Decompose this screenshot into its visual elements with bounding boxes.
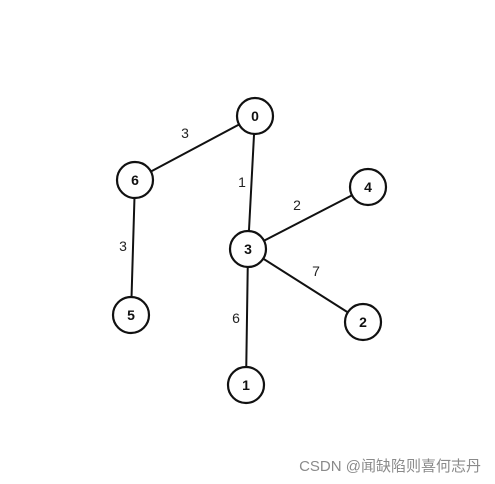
watermark: CSDN @闻缺陷则喜何志丹 <box>299 458 481 475</box>
node-2: 2 <box>343 302 383 342</box>
edge-0-6 <box>134 115 256 181</box>
node-label-0: 0 <box>251 108 259 124</box>
node-6: 6 <box>115 160 155 200</box>
node-label-2: 2 <box>359 314 367 330</box>
node-circle-4 <box>348 167 388 207</box>
node-label-3: 3 <box>244 241 252 257</box>
edge-weight-0-6: 3 <box>181 125 189 141</box>
node-1: 1 <box>226 365 266 405</box>
edge-weight-6-5: 3 <box>119 238 127 254</box>
node-circle-0 <box>235 96 275 136</box>
node-label-1: 1 <box>242 377 250 393</box>
node-circle-5 <box>111 295 151 335</box>
edges-layer <box>130 115 369 386</box>
edge-3-1 <box>245 248 249 386</box>
edge-weight-3-2: 7 <box>312 263 320 279</box>
edge-6-5 <box>130 179 136 316</box>
node-circle-1 <box>226 365 266 405</box>
node-circle-2 <box>343 302 383 342</box>
node-label-4: 4 <box>364 179 372 195</box>
nodes-layer: 0 6 3 4 5 2 1 <box>111 96 388 405</box>
node-label-6: 6 <box>131 172 139 188</box>
node-0: 0 <box>235 96 275 136</box>
edge-0-3 <box>247 115 256 250</box>
node-3: 3 <box>228 229 268 269</box>
node-circle-6 <box>115 160 155 200</box>
edge-weight-0-3: 1 <box>238 174 246 190</box>
edge-weight-3-4: 2 <box>293 197 301 213</box>
edge-3-2 <box>247 248 364 323</box>
edge-weight-3-1: 6 <box>232 310 240 326</box>
node-circle-3 <box>228 229 268 269</box>
node-label-5: 5 <box>127 307 135 323</box>
node-4: 4 <box>348 167 388 207</box>
edge-labels-layer: 3 1 3 2 7 6 <box>119 125 320 326</box>
node-5: 5 <box>111 295 151 335</box>
edge-3-4 <box>247 186 369 250</box>
